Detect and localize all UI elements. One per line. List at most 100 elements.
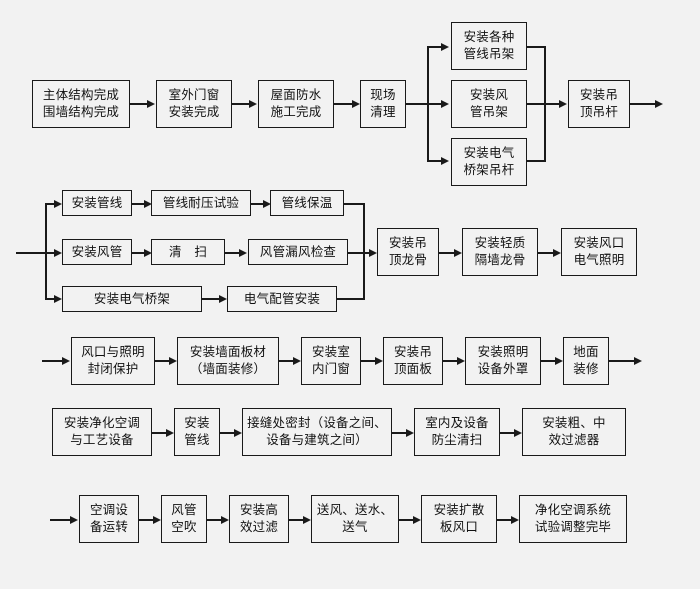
flow-node-lightweight-partition-keel[interactable]: 安装轻质 隔墙龙骨 [462, 228, 538, 276]
flow-node-electrical-conduit[interactable]: 电气配管安装 [227, 286, 337, 312]
arrow-head [457, 356, 465, 365]
connector-row2-entry [16, 252, 46, 254]
arrow-head [559, 99, 567, 108]
node-line: 试验调整完毕 [534, 520, 612, 534]
flow-node-install-pipelines[interactable]: 安装管线 [62, 190, 132, 216]
arrow-head [54, 248, 62, 257]
connector-n22-n23 [361, 360, 377, 362]
node-line: 安装风 [469, 88, 509, 103]
node-line: 安装风口 [573, 236, 625, 251]
node-line: 风管 [171, 503, 197, 518]
flow-node-clean-hvac-process-equipment[interactable]: 安装净化空调 与工艺设备 [52, 408, 152, 456]
connector-row2-fanin-stem [348, 252, 372, 254]
flow-node-duct-hangers[interactable]: 安装风 管吊架 [451, 80, 527, 128]
connector-row3-exit [609, 360, 637, 362]
connector-n24-n25 [541, 360, 557, 362]
arrow-head [54, 199, 62, 208]
node-line: 电气照明 [573, 253, 625, 267]
flow-node-clean-hvac-commissioning-complete[interactable]: 净化空调系统 试验调整完毕 [519, 495, 627, 543]
node-line: 隔墙龙骨 [474, 253, 526, 267]
flow-node-ceiling-panel[interactable]: 安装吊 顶面板 [383, 337, 443, 385]
connector-fanin-bottom [527, 160, 545, 162]
flow-node-diffuser-panel-outlet[interactable]: 安装扩散 板风口 [421, 495, 497, 543]
connector-n34-n35 [399, 519, 415, 521]
flow-node-duct-air-blow[interactable]: 风管 空吹 [161, 495, 207, 543]
connector-n23-n24 [443, 360, 459, 362]
connector-n28-n29 [392, 432, 408, 434]
arrow-head [144, 199, 152, 208]
flow-node-cleaning[interactable]: 清 扫 [151, 239, 225, 265]
node-line: 设备与建筑之间） [266, 433, 368, 447]
flow-node-primary-medium-filters[interactable]: 安装粗、中 效过滤器 [522, 408, 626, 456]
node-line: 安装电气桥架 [93, 291, 171, 306]
flow-node-pipe-pressure-test[interactable]: 管线耐压试验 [151, 190, 251, 216]
node-line: 风管漏风检查 [259, 244, 337, 259]
flow-node-joint-sealing[interactable]: 接缝处密封（设备之间、 设备与建筑之间） [242, 408, 392, 456]
node-line: 安装墙面板材 [189, 345, 267, 360]
connector-n33-n34 [289, 519, 305, 521]
node-line: 安装粗、中 [542, 416, 606, 431]
flow-node-ceiling-rods[interactable]: 安装吊 顶吊杆 [568, 80, 630, 128]
node-line: 设备外罩 [477, 362, 529, 376]
node-line: 空调设 [89, 503, 129, 518]
connector-fanout-stem [406, 103, 428, 105]
arrow-head [147, 99, 155, 108]
node-line: 安装照明 [477, 345, 529, 360]
flow-node-exterior-doors-windows[interactable]: 室外门窗 安装完成 [156, 80, 232, 128]
node-line: 防尘清扫 [431, 433, 483, 447]
connector-n18-n19 [538, 252, 555, 254]
flow-node-site-cleanup[interactable]: 现场 清理 [360, 80, 406, 128]
flow-node-electrical-cable-tray[interactable]: 安装电气桥架 [62, 286, 202, 312]
node-line: 净化空调系统 [534, 503, 612, 518]
flow-node-hepa-filter-install[interactable]: 安装高 效过滤 [229, 495, 289, 543]
flow-node-interior-doors-windows[interactable]: 安装室 内门窗 [301, 337, 361, 385]
flow-node-floor-decoration[interactable]: 地面 装修 [563, 337, 609, 385]
connector-n27-n28 [220, 432, 236, 434]
arrow-head [454, 248, 462, 257]
flow-node-install-ducts[interactable]: 安装风管 [62, 239, 132, 265]
node-line: 顶面板 [393, 362, 433, 376]
node-line: 围墙结构完成 [42, 105, 120, 119]
connector-n17-n18 [439, 252, 456, 254]
arrow-head [234, 428, 242, 437]
flow-node-roof-waterproof[interactable]: 屋面防水 施工完成 [258, 80, 334, 128]
arrow-head [239, 248, 247, 257]
flow-node-pipe-hangers[interactable]: 安装各种 管线吊架 [451, 22, 527, 70]
flow-node-ceiling-keel[interactable]: 安装吊 顶龙骨 [377, 228, 439, 276]
node-line: 封闭保护 [87, 362, 139, 376]
node-line: 安装高 [239, 503, 279, 518]
connector-n9-n10 [132, 203, 147, 205]
flow-node-air-outlet-lighting[interactable]: 安装风口 电气照明 [561, 228, 637, 276]
connector-n35-n36 [497, 519, 513, 521]
flow-node-main-structure[interactable]: 主体结构完成 围墙结构完成 [32, 80, 130, 128]
node-line: 接缝处密封（设备之间、 [247, 416, 387, 431]
node-line: 施工完成 [270, 105, 322, 119]
connector-row2-fanin-top [344, 203, 365, 205]
flow-node-install-pipeline-row4[interactable]: 安装 管线 [174, 408, 220, 456]
node-line: 装修 [573, 362, 599, 376]
node-line: 安装风管 [71, 244, 123, 259]
node-line: 室外门窗 [168, 88, 220, 103]
arrow-head [219, 294, 227, 303]
flow-node-air-water-gas-supply[interactable]: 送风、送水、 送气 [311, 495, 399, 543]
node-line: 清理 [370, 105, 396, 119]
flow-node-duct-leak-test[interactable]: 风管漏风检查 [248, 239, 348, 265]
flow-node-indoor-equipment-dust-cleaning[interactable]: 室内及设备 防尘清扫 [414, 408, 500, 456]
connector-n32-n33 [207, 519, 223, 521]
flow-node-wall-panel-install[interactable]: 安装墙面板材 （墙面装修） [177, 337, 279, 385]
flow-node-outlet-lighting-protection[interactable]: 风口与照明 封闭保护 [71, 337, 155, 385]
flow-node-electrical-tray-hangers[interactable]: 安装电气 桥架吊杆 [451, 138, 527, 186]
node-line: 管吊架 [469, 105, 509, 119]
arrow-head [553, 248, 561, 257]
arrow-head [169, 356, 177, 365]
arrow-head [555, 356, 563, 365]
node-line: 效过滤器 [548, 433, 600, 447]
connector-row2-branch-bottom [45, 298, 57, 300]
arrow-head [144, 248, 152, 257]
flow-node-lighting-equipment-cover[interactable]: 安装照明 设备外罩 [465, 337, 541, 385]
node-line: （墙面装修） [189, 362, 267, 376]
flow-node-hvac-equipment-operation[interactable]: 空调设 备运转 [79, 495, 139, 543]
node-line: 效过滤 [239, 520, 279, 534]
node-line: 顶龙骨 [388, 253, 428, 267]
flow-node-pipe-insulation[interactable]: 管线保温 [270, 190, 344, 216]
